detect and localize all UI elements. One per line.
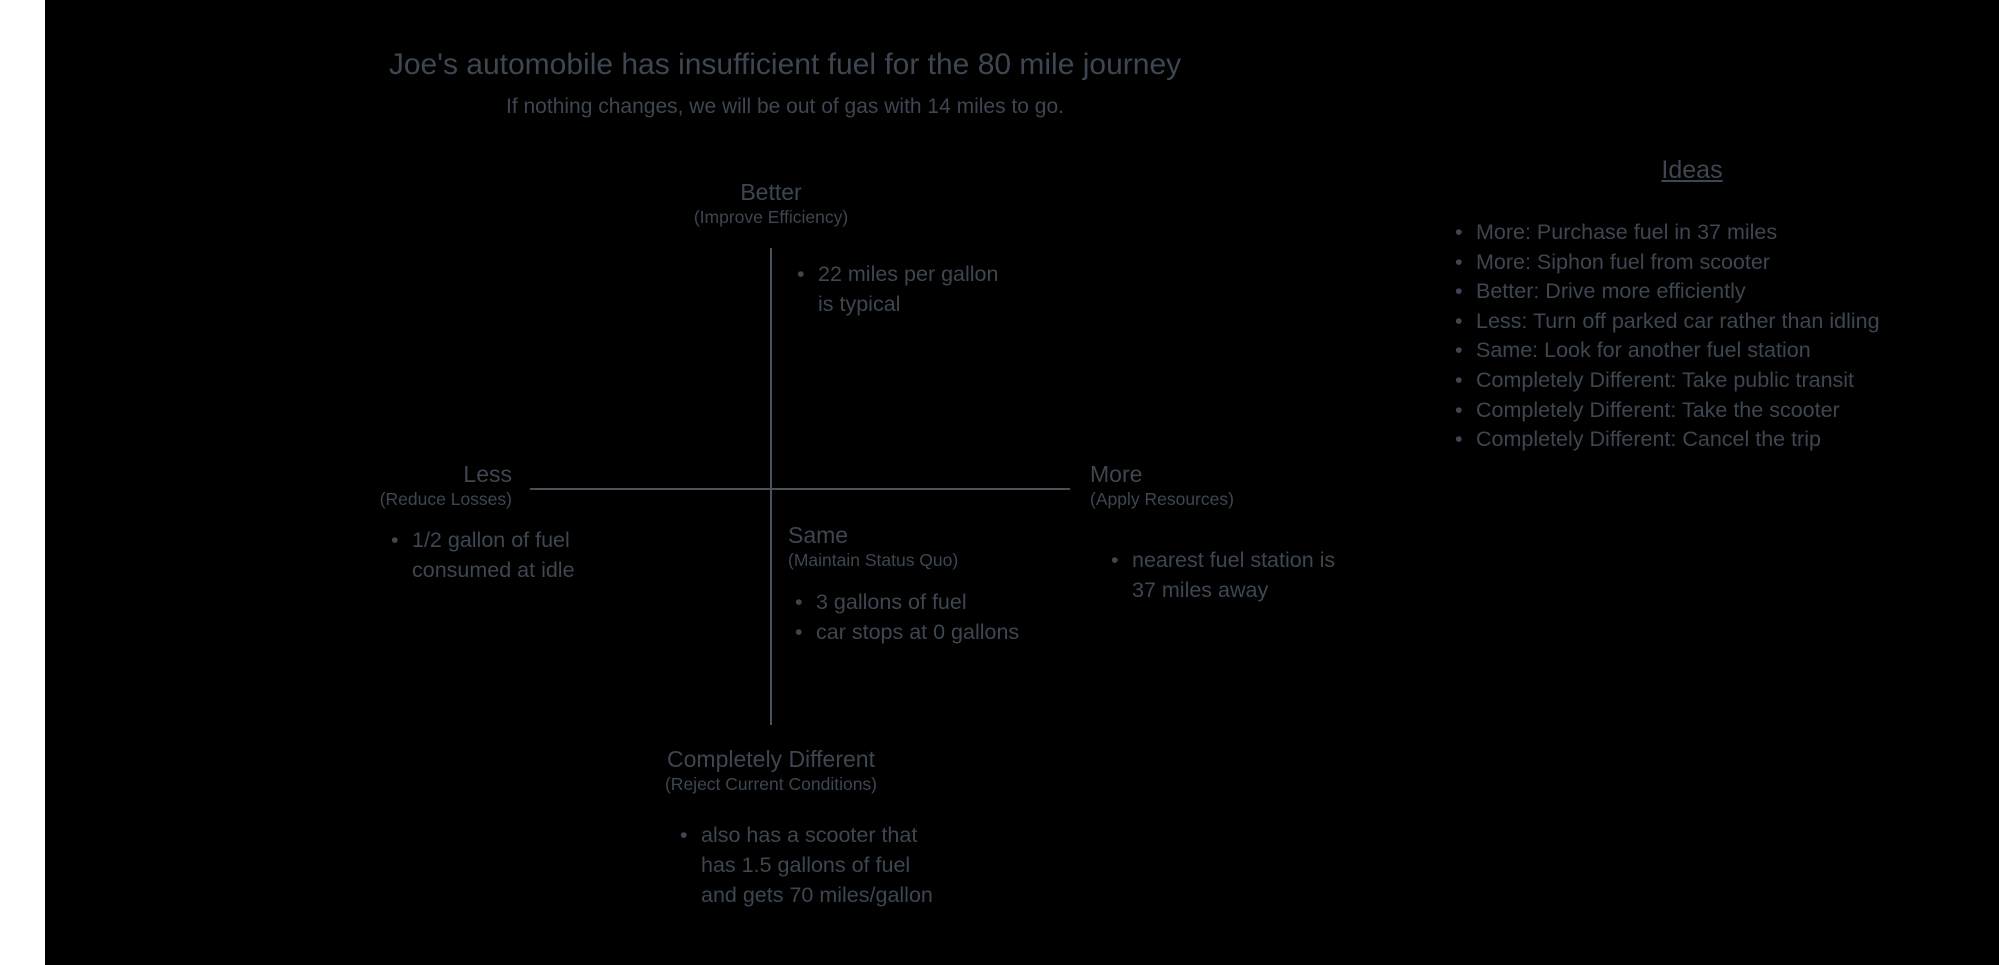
bullet-text: Less: Turn off parked car rather than id…	[1476, 308, 1880, 333]
bullet-icon: •	[1455, 427, 1463, 452]
bullet-icon: •	[795, 590, 803, 614]
bullet-icon: •	[1455, 220, 1463, 244]
bullet-item: • Less: Turn off parked car rather than i…	[1455, 307, 1955, 337]
quadrant-label-better: Better (Improve Efficiency)	[521, 179, 1021, 228]
more-notes-list: • nearest fuel station is 37 miles away	[1111, 545, 1451, 605]
bullet-text: nearest fuel station is 37 miles away	[1132, 548, 1336, 602]
quadrant-label-less-subtitle: (Reduce Losses)	[379, 489, 512, 509]
bullet-icon: •	[1455, 397, 1463, 422]
bullet-text: also has a scooter that has 1.5 gallons …	[701, 823, 933, 907]
bullet-item: • Completely Different: Take the scooter	[1455, 396, 1955, 426]
quadrant-label-more-title: More	[1090, 461, 1143, 487]
quadrant-label-completely-different-subtitle: (Reject Current Conditions)	[664, 774, 878, 794]
left-margin-strip	[0, 0, 45, 965]
bullet-icon: •	[797, 262, 805, 286]
bullet-item: • Better: Drive more efficiently	[1455, 277, 1955, 307]
bullet-text: 1/2 gallon of fuel consumed at idle	[412, 528, 575, 582]
bullet-icon: •	[1455, 279, 1463, 304]
bullet-item: • 22 miles per gallon is typical	[797, 259, 1117, 319]
bullet-icon: •	[1455, 249, 1463, 274]
bullet-item: • More: Purchase fuel in 37 miles	[1455, 218, 1955, 248]
quadrant-label-completely-different-title: Completely Different	[667, 746, 875, 772]
diagram-subtitle: If nothing changes, we will be out of ga…	[506, 95, 1064, 118]
quadrant-label-completely-different: Completely Different (Reject Current Con…	[521, 746, 1021, 795]
bullet-item: • also has a scooter that has 1.5 gallons…	[680, 820, 1020, 910]
horizontal-axis-line	[530, 488, 1070, 490]
better-notes-list: • 22 miles per gallon is typical	[797, 259, 1117, 319]
quadrant-label-better-subtitle: (Improve Efficiency)	[693, 207, 849, 227]
bullet-item: • Same: Look for another fuel station	[1455, 336, 1955, 366]
ideas-list: • More: Purchase fuel in 37 miles • More: S…	[1455, 218, 1955, 455]
quadrant-label-less: Less (Reduce Losses)	[162, 461, 512, 510]
bullet-item: • Completely Different: Take public trans…	[1455, 366, 1955, 396]
bullet-item: • car stops at 0 gallons	[795, 617, 1135, 647]
bullet-item: • nearest fuel station is 37 miles away	[1111, 545, 1451, 605]
bullet-item: • More: Siphon fuel from scooter	[1455, 248, 1955, 278]
bullet-text: Completely Different: Take the scooter	[1476, 397, 1840, 422]
bullet-text: More: Siphon fuel from scooter	[1476, 249, 1770, 274]
bullet-text: 22 miles per gallon is typical	[818, 262, 999, 316]
bullet-item: • Completely Different: Cancel the trip	[1455, 425, 1955, 455]
bullet-icon: •	[391, 528, 399, 552]
bullet-icon: •	[1111, 548, 1119, 572]
bullet-icon: •	[1455, 367, 1463, 392]
bullet-text: Completely Different: Cancel the trip	[1476, 427, 1821, 452]
same-notes-list: • 3 gallons of fuel • car stops at 0 gallon…	[795, 587, 1135, 647]
bullet-text: Better: Drive more efficiently	[1476, 279, 1746, 304]
bullet-text: car stops at 0 gallons	[816, 620, 1020, 644]
less-notes-list: • 1/2 gallon of fuel consumed at idle	[391, 525, 711, 585]
bullet-text: Completely Different: Take public transi…	[1476, 367, 1855, 392]
bullet-item: • 1/2 gallon of fuel consumed at idle	[391, 525, 711, 585]
quadrant-label-better-title: Better	[740, 179, 802, 205]
quadrant-label-same: Same (Maintain Status Quo)	[788, 522, 1148, 571]
quadrant-label-more-subtitle: (Apply Resources)	[1090, 489, 1234, 509]
bullet-text: 3 gallons of fuel	[816, 590, 967, 614]
bullet-icon: •	[680, 823, 688, 847]
bullet-icon: •	[1455, 338, 1463, 363]
ideas-heading: Ideas	[1661, 156, 1723, 184]
bullet-item: • 3 gallons of fuel	[795, 587, 1135, 617]
vertical-axis-line	[770, 248, 772, 725]
quadrant-label-less-title: Less	[463, 461, 512, 487]
bullet-icon: •	[1455, 308, 1463, 333]
bullet-icon: •	[795, 620, 803, 644]
bullet-text: More: Purchase fuel in 37 miles	[1476, 220, 1778, 244]
bullet-text: Same: Look for another fuel station	[1476, 338, 1811, 363]
quadrant-label-same-title: Same	[788, 522, 849, 548]
quadrant-label-more: More (Apply Resources)	[1090, 461, 1440, 510]
diagram-title: Joe's automobile has insufficient fuel f…	[388, 48, 1182, 81]
quadrant-label-same-subtitle: (Maintain Status Quo)	[788, 550, 959, 570]
completely-different-notes-list: • also has a scooter that has 1.5 gallons…	[680, 820, 1020, 910]
